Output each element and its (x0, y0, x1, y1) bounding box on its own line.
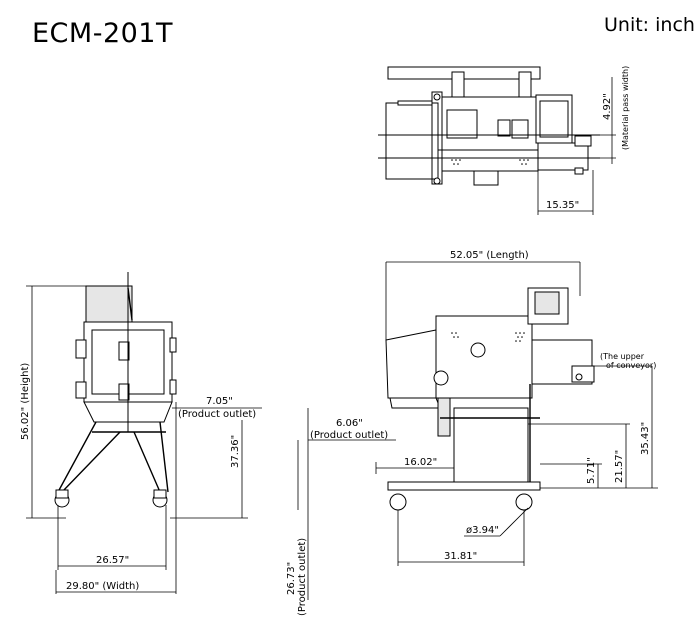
dim-37-36-value: 37.36" (230, 435, 241, 468)
dim-6-06-value: 6.06" (336, 418, 363, 429)
dim-6-06-label: (Product outlet) (310, 430, 388, 441)
top-knob-2 (433, 177, 441, 185)
top-bin (473, 170, 499, 186)
dim-5-71-value: 5.71" (586, 457, 597, 484)
dim-7-05-value: 7.05" (206, 396, 233, 407)
side-hinge-b (118, 383, 130, 401)
front-chute (437, 397, 451, 437)
top-conveyor (537, 142, 589, 171)
top-foot (574, 167, 584, 175)
top-panel-c (511, 119, 529, 139)
side-caster-mount-right (153, 489, 167, 499)
side-caster-mount-left (55, 489, 69, 499)
model-title: ECM-201T (32, 18, 173, 49)
top-conveyor-end (574, 135, 592, 147)
top-dot-pattern (451, 159, 529, 165)
front-view: 52.05" (Length) 6.06" (Product outlet) (… (286, 250, 658, 616)
dim-caster-value: ø3.94" (466, 525, 499, 536)
dim-26-57-value: 26.57" (96, 555, 129, 566)
side-latch-left-b (75, 381, 87, 399)
side-latch-right-b (169, 379, 177, 395)
top-hopper (385, 102, 439, 180)
dim-16-02-value: 16.02" (404, 457, 437, 468)
dim-7-05-label: (Product outlet) (178, 409, 256, 420)
front-hopper (385, 329, 437, 399)
unit-label: Unit: inch (604, 14, 695, 36)
dim-width-value: 29.80" (Width) (66, 581, 139, 592)
top-hopper-lip (397, 100, 433, 106)
dim-height-value: 56.02" (Height) (20, 363, 31, 440)
front-base (387, 481, 541, 491)
top-panel-b (497, 119, 511, 137)
top-control-box (535, 94, 573, 144)
front-screen (534, 291, 560, 315)
top-frame-post-right (518, 71, 532, 101)
top-frame-post-left (451, 71, 465, 101)
dim-caster-leader (499, 507, 529, 537)
front-caster-left (389, 493, 407, 511)
front-bin (453, 407, 529, 487)
front-caster-right (515, 493, 533, 511)
front-pulley (575, 373, 583, 381)
top-knob-1 (433, 93, 441, 101)
dim-15-35-value: 15.35" (546, 200, 579, 211)
dim-4-92-value: 4.92" (602, 93, 613, 120)
front-main-body (435, 315, 533, 399)
dim-35-43-value: 35.43" (640, 422, 651, 455)
front-conveyor-end (571, 365, 595, 383)
side-hinge-a (118, 341, 130, 361)
top-panel-a (446, 109, 478, 139)
front-drum (433, 370, 449, 386)
dim-length-value: 52.05" (Length) (450, 250, 529, 261)
dim-4-92-label: (Material pass width) (621, 66, 630, 150)
side-latch-left-a (75, 339, 87, 359)
dim-26-73-value: 26.73" (286, 562, 297, 595)
front-outlet (389, 397, 441, 409)
dim-26-73-label: (Product outlet) (297, 538, 308, 616)
front-dot-pattern (451, 332, 525, 342)
conveyor-note-line1: (The upper (600, 352, 645, 361)
conveyor-note-line2: of conveyor) (606, 361, 656, 370)
side-latch-right-a (169, 337, 177, 353)
top-view: 4.92" (Material pass width) 15.35" (378, 66, 630, 215)
top-screen (539, 100, 569, 138)
side-view: 56.02" (Height) 7.05" (Product outlet) 3… (20, 272, 262, 594)
side-frame-edge (127, 287, 133, 321)
dim-21-57-value: 21.57" (614, 450, 625, 483)
side-legs (57, 421, 169, 493)
front-roller (470, 342, 486, 358)
dim-31-81-value: 31.81" (444, 551, 477, 562)
